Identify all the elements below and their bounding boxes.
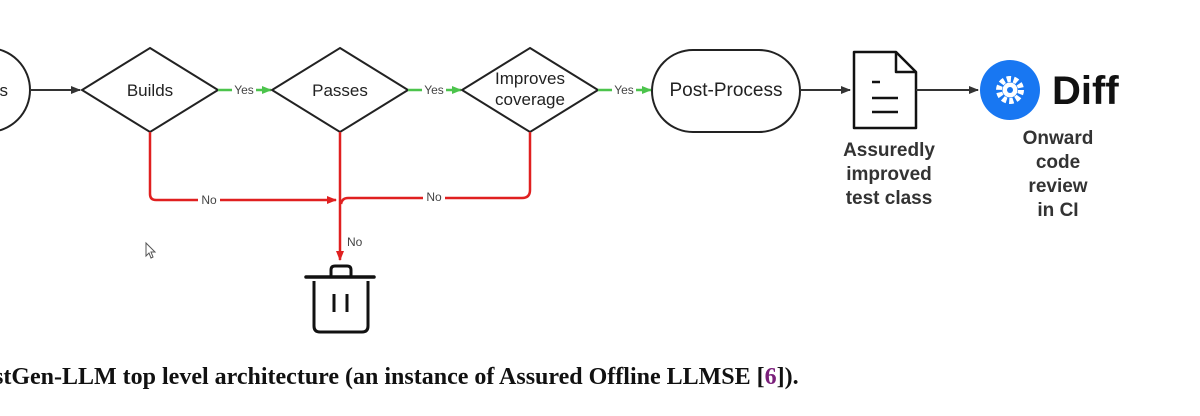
review-caption: Onward code review in CI	[1023, 128, 1094, 221]
citation-link[interactable]: 6	[764, 364, 777, 390]
test-class-caption: Assuredly improved test class	[843, 140, 935, 209]
test-class-line: test class	[846, 188, 933, 209]
test-class-line: Assuredly	[843, 140, 935, 161]
review-line: code	[1036, 152, 1080, 173]
edge-label-no: No	[347, 235, 363, 249]
trash-icon	[304, 264, 376, 334]
caption-text: stGen-LLM top level architecture (an ins…	[0, 364, 765, 390]
cursor-icon	[145, 241, 157, 259]
edge-label-yes: Yes	[424, 83, 444, 97]
edge-label-yes: Yes	[614, 83, 634, 97]
figure-caption: stGen-LLM top level architecture (an ins…	[0, 364, 799, 391]
review-line: review	[1028, 176, 1087, 197]
improves-coverage-decision: Improves coverage	[460, 46, 600, 134]
review-line: Onward	[1023, 128, 1094, 149]
edge-label-yes: Yes	[234, 83, 254, 97]
builds-label: Builds	[127, 81, 173, 100]
improves-label-line1: Improves	[495, 69, 565, 88]
passes-label: Passes	[312, 81, 368, 100]
edge-builds-no	[148, 132, 337, 204]
edge-label-no: No	[201, 193, 217, 207]
post-process-node: Post-Process	[651, 49, 801, 133]
diff-logo: Diff	[980, 60, 1119, 120]
improves-label-line2: coverage	[495, 90, 565, 109]
builds-decision: Builds	[80, 46, 220, 134]
test-class-line: improved	[846, 164, 932, 185]
review-line: in CI	[1037, 200, 1078, 221]
input-node: s	[0, 48, 31, 132]
input-node-label: s	[0, 81, 8, 100]
gear-icon	[996, 76, 1024, 104]
caption-text-end: ]).	[776, 364, 799, 390]
post-process-label: Post-Process	[670, 80, 783, 101]
edge-improves-no	[339, 132, 532, 205]
edge-label-no: No	[426, 190, 442, 204]
document-icon	[852, 50, 918, 130]
passes-decision: Passes	[270, 46, 410, 134]
diff-logo-text: Diff	[1052, 69, 1119, 113]
